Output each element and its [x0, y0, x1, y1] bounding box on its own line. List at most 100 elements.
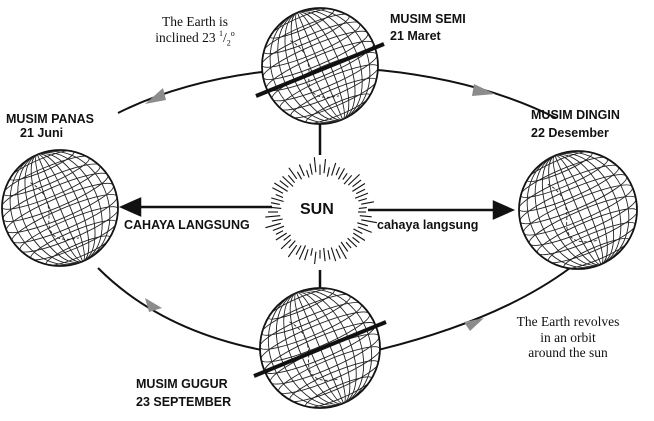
tilt-fraction-numerator: 1 [218, 28, 223, 38]
spring-season-name: MUSIM SEMI [390, 12, 466, 26]
sun-ray-line [358, 207, 367, 209]
sun-ray-line [347, 237, 358, 248]
sun-ray-line [309, 163, 313, 175]
sun-ray-line [270, 202, 280, 205]
sun-ray-line [275, 193, 284, 199]
sun-ray-line [265, 215, 281, 218]
winter-label: MUSIM DINGIN 22 Desember [531, 108, 620, 141]
orbit-note-line3: around the sun [528, 345, 608, 361]
spring-season-date: 21 Maret [390, 29, 441, 44]
winter-season-name: MUSIM DINGIN [531, 108, 620, 122]
sun-ray-line [298, 164, 305, 177]
sun-ray-line [357, 226, 372, 233]
arrow-left-icon [118, 197, 142, 217]
earth-globe-winter-icon [518, 150, 638, 270]
globe-axis-meridian [554, 155, 602, 265]
orbit-note-line1: The Earth revolves [516, 314, 620, 329]
sun-ray-line [288, 167, 298, 180]
globe-continent-outline [30, 182, 80, 240]
tilt-degree: o [230, 28, 235, 38]
tilt-note-line1: The Earth is [162, 14, 228, 29]
summer-label: MUSIM PANAS 21 Juni [6, 112, 94, 141]
sun-ray-line [282, 176, 294, 187]
autumn-label: MUSIM GUGUR 23 SEPTEMBER [136, 377, 231, 410]
orbit-arrow-bottom-right-icon [464, 318, 484, 331]
direct-light-left-label: CAHAYA LANGSUNG [124, 218, 250, 232]
sun-ray-line [279, 180, 289, 188]
sun-ray-line [287, 244, 298, 258]
sun-ray-line [358, 197, 368, 202]
sun-ray-line [272, 187, 284, 194]
sun-ray-line [310, 248, 313, 256]
arrow-right-icon [492, 200, 516, 220]
spring-label: MUSIM SEMI 21 Maret [390, 12, 466, 44]
sun-ray-line [288, 240, 296, 249]
sun-ray-line [335, 248, 341, 259]
orbit-note: The Earth revolves in an orbit around th… [498, 314, 638, 361]
sun-ray-line [306, 170, 310, 178]
sun-ray-line [340, 241, 349, 252]
sun-ray-line [353, 228, 363, 234]
tilt-note-line2: inclined 23 1/2o [155, 28, 235, 48]
sun-ray-line [296, 171, 303, 180]
orbit-path [97, 69, 571, 351]
sun-ray-line [313, 157, 317, 173]
sun-ray-line [352, 236, 360, 244]
sun-label: SUN [300, 201, 334, 218]
sun-ray-line [342, 172, 348, 180]
sun-ray-line [353, 232, 366, 241]
sun-ray-line [275, 230, 284, 235]
sun-ray-line [280, 239, 292, 250]
sun-ray-line [326, 167, 330, 177]
sun-ray-line [298, 245, 307, 260]
earth-globe-spring-icon [255, 7, 385, 125]
globe-continent-outline [290, 40, 340, 98]
orbit-direction-arrows [145, 84, 495, 331]
sun-ray-line [323, 247, 326, 262]
sun-ray-line [323, 159, 327, 174]
globe-axis-meridian [36, 154, 84, 262]
tilt-note-prefix: inclined 23 [155, 29, 219, 45]
earth-globe-summer-icon [1, 149, 119, 267]
summer-season-date: 21 Juni [20, 126, 64, 141]
globe-continent-outline [289, 321, 340, 381]
sun-ray-line [314, 251, 317, 265]
tilt-fraction-denominator: 2 [226, 38, 231, 48]
orbit-arrow-bottom-left-icon [145, 298, 162, 312]
sun-ray-line [355, 188, 366, 195]
sun-ray-line [357, 222, 368, 227]
sun-ray-line [295, 245, 302, 255]
autumn-season-name: MUSIM GUGUR [136, 377, 228, 391]
autumn-season-date: 23 SEPTEMBER [136, 395, 232, 410]
orbit-arrow-top-right-icon [472, 84, 495, 96]
sun-ray-line [275, 232, 287, 241]
sun-ray-line [337, 168, 345, 180]
sun-ray-line [354, 192, 369, 199]
sun-ray-line [352, 183, 366, 192]
sun-ray-line [283, 234, 291, 241]
direct-light-right-label: cahaya langsung [377, 218, 479, 232]
sun-ray-line [287, 174, 296, 183]
sun-ray-line [327, 250, 331, 260]
sun-ray-line [361, 219, 377, 224]
sun-ray-line [272, 225, 285, 232]
sun-ray-line [359, 215, 372, 218]
sun-ray-line [338, 245, 347, 260]
sun-ray-line [347, 174, 360, 186]
sun-ray-line [304, 249, 309, 261]
sun-ray-line [331, 162, 337, 176]
sun-ray-line [343, 174, 353, 185]
sun-rays-icon [265, 157, 377, 265]
globe-axis-meridian [296, 12, 344, 120]
sun-ray-line [265, 222, 281, 229]
sun-ray-line [352, 179, 362, 188]
winter-season-date: 22 Desember [531, 126, 609, 141]
sun-ray-line [361, 201, 375, 205]
sun-ray-line [274, 182, 288, 192]
globe-continent-outline [547, 183, 598, 243]
summer-season-name: MUSIM PANAS [6, 112, 94, 126]
tilt-note: The Earth is inclined 23 1/2o [136, 14, 254, 47]
globe-grid-lines [2, 150, 118, 266]
